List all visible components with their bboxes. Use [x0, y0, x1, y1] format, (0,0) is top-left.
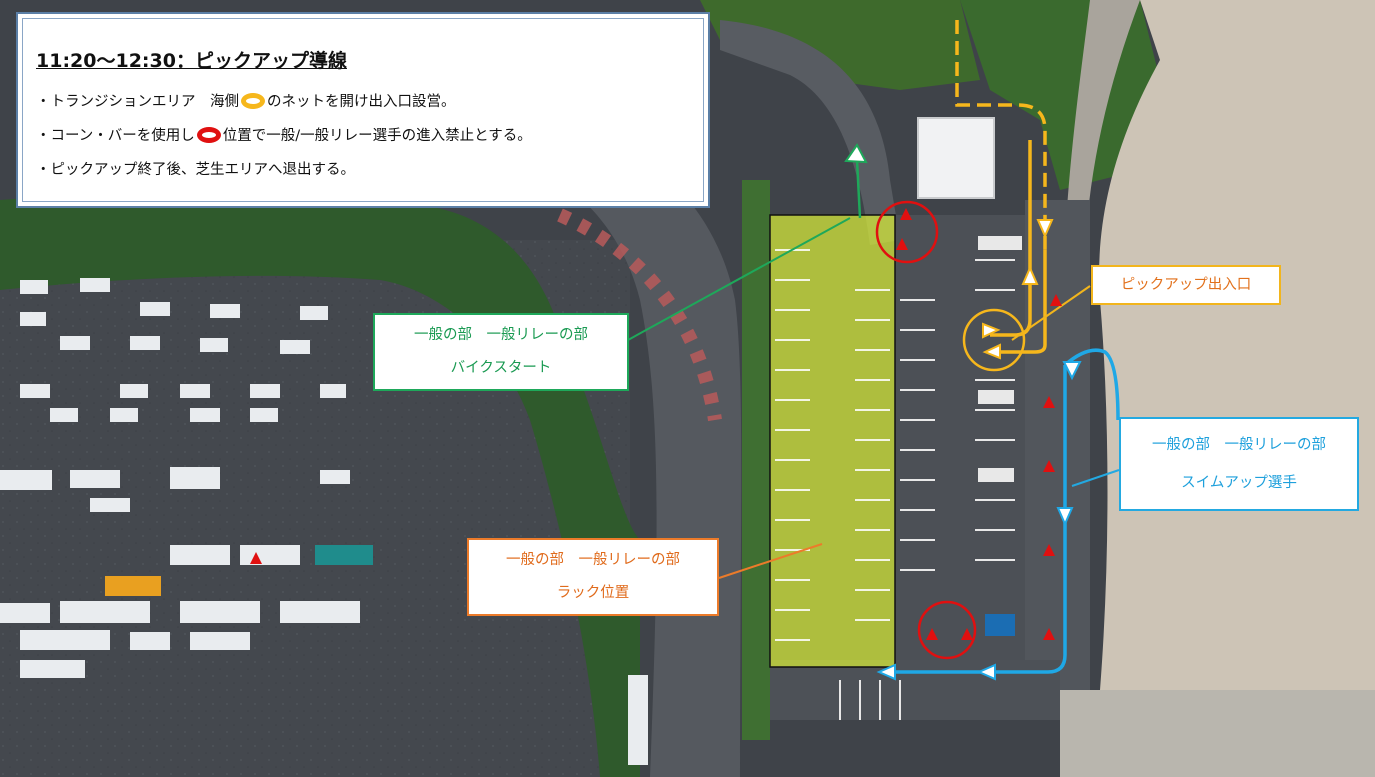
route-arrow-icon [1021, 265, 1039, 285]
south-lot [770, 660, 1060, 720]
swim-callout-leader [1071, 469, 1120, 487]
info-line-net: ・トランジションエリア 海側 のネットを開け出入口設営。 [36, 90, 456, 111]
info-panel: 11:20～12:30：ピックアップ導線 ・トランジションエリア 海側 のネットを… [16, 12, 710, 208]
route-arrow-icon [1056, 507, 1074, 527]
blue-car [985, 614, 1015, 636]
callout-bike-start-line2: バイクスタート [450, 360, 552, 376]
lot-lane [1025, 200, 1090, 690]
callout-bike-start-line1: 一般の部 一般リレーの部 [414, 327, 588, 343]
south-walkway [1060, 690, 1375, 777]
route-arrow-icon [1062, 361, 1082, 381]
callout-rack-line2: ラック位置 [556, 585, 630, 601]
callout-bike-start: 一般の部 一般リレーの部 バイクスタート [373, 313, 629, 391]
white-car [978, 236, 1022, 250]
yellow-ring-icon [241, 93, 265, 109]
callout-pickup-gate-label: ピックアップ出入口 [1120, 277, 1252, 293]
route-arrow-icon [982, 343, 1001, 360]
info-line-cone-prefix: ・コーン・バーを使用し [36, 128, 195, 144]
pickup-gate-ring [962, 308, 1026, 372]
info-line-exit: ・ピックアップ終了後、芝生エリアへ退出する。 [36, 162, 355, 178]
callout-pickup-gate: ピックアップ出入口 [1091, 265, 1281, 305]
grass-north [700, 0, 980, 90]
callout-swim-up: 一般の部 一般リレーの部 スイムアップ選手 [1119, 417, 1359, 511]
rack-lines [775, 249, 890, 641]
white-car [978, 468, 1014, 482]
bike-callout-leader [627, 217, 851, 341]
swim-route-main [882, 365, 1067, 674]
orange-truck [105, 576, 161, 596]
info-line-net-prefix: ・トランジションエリア 海側 [36, 94, 239, 110]
building [917, 117, 995, 199]
cone-icon [250, 208, 1062, 640]
route-arrow-icon [844, 143, 868, 164]
swim-route-top [1063, 348, 1120, 421]
callout-swim-up-line1: 一般の部 一般リレーの部 [1152, 437, 1326, 453]
pickup-callout-leader [1011, 285, 1091, 341]
info-line-net-suffix: のネットを開け出入口設営。 [267, 94, 456, 110]
no-entry-ring-south [917, 600, 977, 660]
callout-rack-line1: 一般の部 一般リレーの部 [506, 552, 680, 568]
median-strip [742, 180, 770, 740]
parking-lines [839, 259, 1015, 720]
teal-truck [315, 545, 373, 565]
rack-callout-leader [718, 543, 823, 579]
beach-sand [1099, 0, 1375, 690]
white-car [978, 390, 1014, 404]
info-line-cone-suffix: 位置で一般/一般リレー選手の進入禁止とする。 [222, 128, 532, 144]
no-entry-ring-north [875, 200, 939, 264]
callout-swim-up-line2: スイムアップ選手 [1181, 475, 1297, 491]
route-arrow-icon [982, 322, 1001, 339]
pickup-route-out [990, 250, 1047, 354]
route-arrow-icon [976, 663, 996, 681]
route-arrow-icon [1036, 219, 1054, 239]
route-arrow-icon [876, 663, 896, 681]
callout-rack: 一般の部 一般リレーの部 ラック位置 [467, 538, 719, 616]
info-title: 11:20～12:30：ピックアップ導線 [36, 50, 347, 72]
tree-belt [0, 194, 640, 777]
parked-trucks [0, 278, 648, 765]
bike-route-line [855, 159, 862, 219]
info-line-cone: ・コーン・バーを使用し 位置で一般/一般リレー選手の進入禁止とする。 [36, 124, 532, 145]
red-ring-icon [196, 127, 221, 143]
